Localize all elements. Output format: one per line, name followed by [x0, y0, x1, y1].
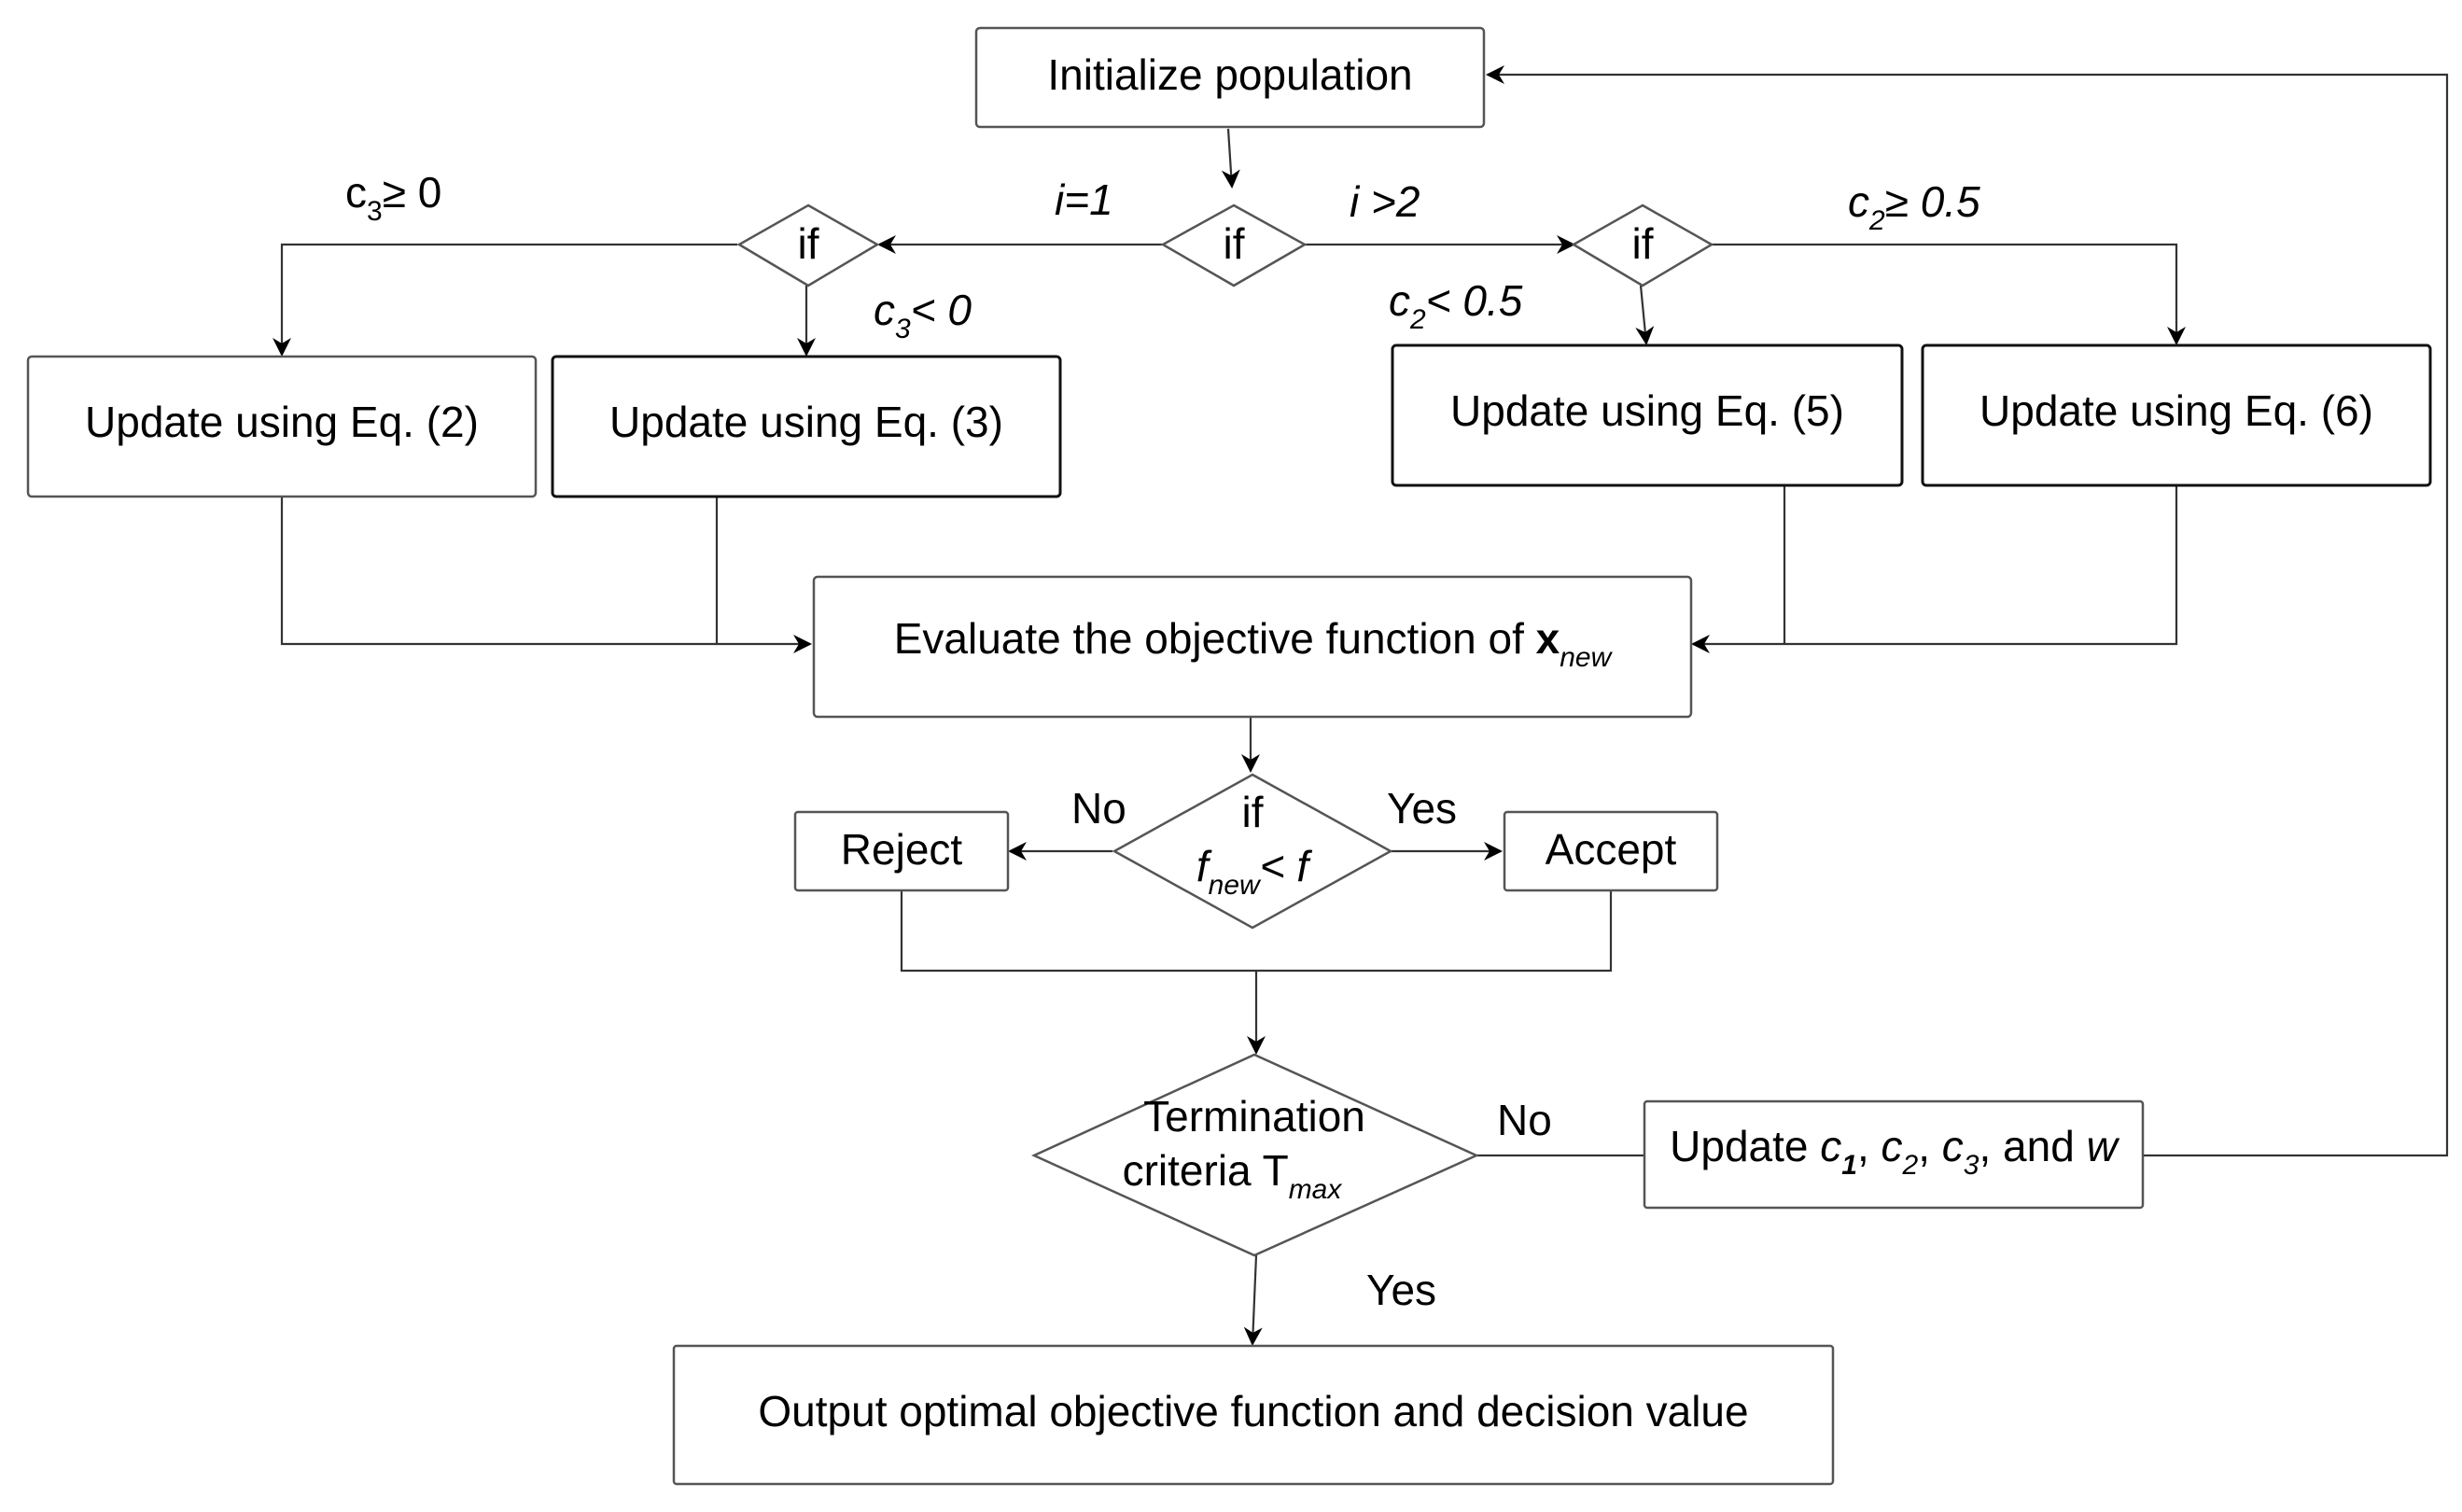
- fnew-sub: new: [1209, 870, 1262, 901]
- evaluate-node: Evaluate the objective function of xnew: [812, 575, 1693, 719]
- termination-line1: Termination: [1143, 1092, 1365, 1141]
- accept-node: Accept: [1503, 810, 1719, 892]
- termination-diamond: Termination criteria Tmax: [1030, 1053, 1480, 1257]
- update-params-label: Update c1, c2, c3, and w: [1670, 1122, 2119, 1181]
- fnew-f: f: [1196, 842, 1212, 890]
- label-c3-ge-0: c3≥ 0: [345, 168, 441, 227]
- init-node: Initialize population: [974, 26, 1486, 129]
- edge-right-if-to-eq6: [1712, 243, 2186, 345]
- fnew-cmp: < f: [1260, 842, 1313, 890]
- label-yes-accept: Yes: [1387, 784, 1457, 833]
- edge-init-to-if: [1221, 128, 1240, 189]
- evaluate-x: x: [1536, 614, 1560, 663]
- edge-update-loop-to-init: [1486, 65, 2449, 1157]
- edge-termination-to-output: [1243, 1254, 1263, 1346]
- if-main-diamond: if: [1160, 203, 1308, 287]
- reject-node: Reject: [793, 810, 1010, 892]
- if-fnew-diamond: if fnew< f: [1112, 773, 1393, 930]
- connectors: [273, 65, 2449, 1346]
- output-label: Output optimal objective function and de…: [758, 1387, 1748, 1435]
- edge-eq6-to-evaluate: [1691, 485, 2178, 653]
- if-right-label: if: [1632, 219, 1654, 268]
- label-c2-ge-05: c2≥ 0.5: [1848, 177, 1980, 236]
- accept-label: Accept: [1546, 825, 1677, 874]
- edge-eq2-to-evaluate: [280, 497, 812, 653]
- eq2-label: Update using Eq. (2): [85, 398, 479, 446]
- reject-label: Reject: [841, 825, 963, 874]
- eq5-label: Update using Eq. (5): [1450, 386, 1844, 435]
- if-left-diamond: if: [736, 203, 880, 287]
- termination-sub: max: [1289, 1174, 1343, 1205]
- label-yes-output: Yes: [1366, 1266, 1436, 1314]
- eq6-label: Update using Eq. (6): [1979, 386, 2373, 435]
- if-right-diamond: if: [1571, 203, 1714, 287]
- if-fnew-label: if: [1242, 788, 1264, 836]
- label-i-gt-2: i >2: [1350, 177, 1420, 226]
- update-params-node: Update c1, c2, c3, and w: [1643, 1099, 2145, 1210]
- if-left-label: if: [798, 219, 819, 268]
- eq5-node: Update using Eq. (5): [1391, 343, 1904, 487]
- evaluate-label: Evaluate the objective function of xnew: [894, 614, 1614, 673]
- edge-labels: i=1 i >2 c3≥ 0 c3< 0 c2≥ 0.5 c2< 0.5 No …: [345, 168, 1980, 1314]
- edge-left-if-to-eq2: [273, 243, 737, 357]
- fnew-condition: fnew< f: [1196, 842, 1312, 901]
- output-node: Output optimal objective function and de…: [672, 1344, 1835, 1486]
- init-label: Initialize population: [1047, 50, 1412, 99]
- termination-line2: criteria Tmax: [1123, 1146, 1343, 1205]
- eq2-node: Update using Eq. (2): [26, 355, 538, 498]
- label-no-loop: No: [1497, 1096, 1552, 1144]
- eq6-node: Update using Eq. (6): [1921, 343, 2432, 487]
- eq3-label: Update using Eq. (3): [609, 398, 1003, 446]
- label-c2-lt-05: c2< 0.5: [1389, 276, 1523, 335]
- label-c3-lt-0: c3< 0: [874, 286, 972, 344]
- if-main-label: if: [1224, 219, 1245, 268]
- edge-right-if-to-eq5: [1635, 285, 1655, 345]
- termination-text: criteria T: [1123, 1146, 1289, 1195]
- evaluate-sub: new: [1560, 642, 1613, 673]
- evaluate-prefix: Evaluate the objective function of: [894, 614, 1536, 663]
- label-no-reject: No: [1071, 784, 1126, 833]
- label-i-eq-1: i=1: [1055, 175, 1113, 224]
- eq3-node: Update using Eq. (3): [551, 355, 1062, 498]
